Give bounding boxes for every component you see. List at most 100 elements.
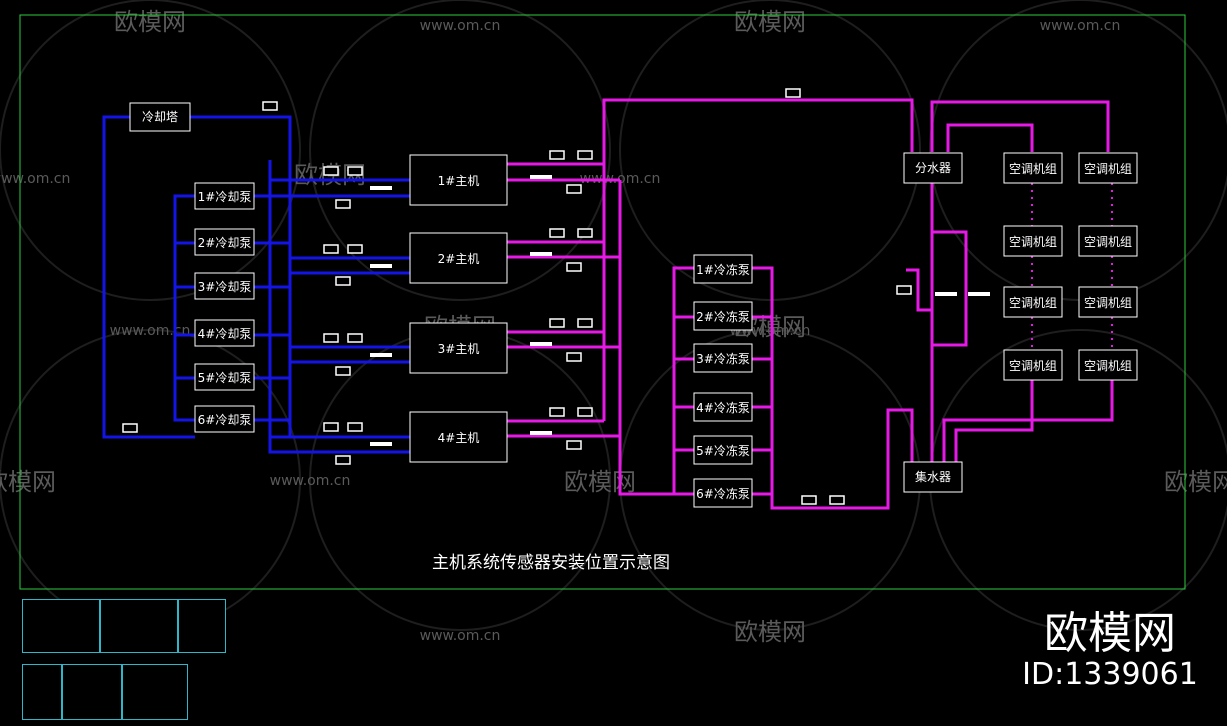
sensor-icon [262, 101, 278, 111]
ahu-unit-label: 空调机组 [1009, 162, 1057, 176]
ahu-unit-label: 空调机组 [1009, 296, 1057, 310]
cooling-pump: 3#冷却泵 [194, 272, 255, 300]
watermark-url: www.om.cn [420, 18, 501, 34]
transmitter-icon [968, 292, 990, 296]
sensor-icon [577, 318, 593, 328]
sensor-icon [829, 495, 845, 505]
chilled-pump-label: 2#冷冻泵 [696, 309, 750, 324]
watermark-brand: 欧模网 [114, 8, 186, 36]
sensor-icon [577, 407, 593, 417]
supply-header-label: 分水器 [915, 161, 951, 175]
chilled-pump-label: 1#冷冻泵 [696, 262, 750, 277]
drawing-thumbnail[interactable] [178, 599, 226, 653]
ahu-unit-label: 空调机组 [1084, 359, 1132, 373]
chiller: 3#主机 [409, 322, 508, 374]
watermark-texts: 欧模网欧模网欧模网欧模网欧模网欧模网欧模网欧模网欧模网www.om.cnwww.… [0, 8, 1227, 646]
ahu-unit: 空调机组 [1078, 225, 1138, 257]
cooling-pump: 1#冷却泵 [194, 182, 255, 210]
chiller-label: 3#主机 [438, 342, 480, 356]
sensor-icon [347, 422, 363, 432]
chiller-label: 2#主机 [438, 252, 480, 266]
cooling-pump-label: 4#冷却泵 [198, 327, 252, 341]
chiller: 1#主机 [409, 154, 508, 206]
model-id: ID:1339061 [1022, 657, 1198, 692]
supply-header: 分水器 [903, 152, 963, 184]
watermark-url: www.om.cn [1040, 18, 1121, 34]
ahu-dotted-links [1031, 183, 1113, 350]
ahu-unit-label: 空调机组 [1009, 359, 1057, 373]
sensor-icon [323, 333, 339, 343]
chilled-pump: 3#冷冻泵 [693, 343, 753, 373]
watermark-brand: 欧模网 [0, 468, 56, 496]
cooling-tower: 冷却塔 [129, 102, 191, 132]
transmitter-icon [530, 175, 552, 179]
watermark-url: www.om.cn [420, 628, 501, 644]
chillers: 1#主机 2#主机 3#主机 4#主机 [409, 154, 508, 463]
sensor-icon [347, 333, 363, 343]
watermark-brand: 欧模网 [564, 468, 636, 496]
chilled-pump: 6#冷冻泵 [693, 478, 753, 508]
watermark-url: www.om.cn [0, 171, 70, 187]
condenser-water-pipes [102, 115, 410, 454]
ahu-unit: 空调机组 [1078, 152, 1138, 184]
drawing-thumbnail[interactable] [22, 664, 62, 720]
cooling-pump: 4#冷却泵 [194, 319, 255, 347]
sensor-icon [323, 244, 339, 254]
ahu-unit-label: 空调机组 [1084, 162, 1132, 176]
sensor-icon [577, 150, 593, 160]
watermark-url: www.om.cn [110, 323, 191, 339]
transmitter-icon [935, 292, 957, 296]
sensor-icon [566, 440, 582, 450]
drawing-thumbnail[interactable] [100, 599, 178, 653]
cooling-pump-label: 2#冷却泵 [198, 236, 252, 250]
watermark-brand: 欧模网 [1164, 468, 1227, 496]
sensor-icon [323, 166, 339, 176]
drawing-thumbnail[interactable] [22, 599, 100, 653]
chilled-pump-label: 4#冷冻泵 [696, 400, 750, 415]
sensor-icon [566, 262, 582, 272]
sensor-icon [347, 244, 363, 254]
cooling-pump-label: 6#冷却泵 [198, 413, 252, 427]
sensor-icon [577, 228, 593, 238]
ahu-units: 空调机组空调机组空调机组空调机组空调机组空调机组空调机组空调机组 [1003, 152, 1138, 381]
sensor-icon [335, 276, 351, 286]
sensor-icon [896, 285, 912, 295]
sensor-icon [549, 318, 565, 328]
chilled-pump-label: 5#冷冻泵 [696, 443, 750, 458]
cooling-pump: 5#冷却泵 [194, 363, 255, 391]
sensor-icon [323, 422, 339, 432]
ahu-unit-label: 空调机组 [1084, 235, 1132, 249]
return-header-label: 集水器 [915, 469, 951, 484]
drawing-thumbnail[interactable] [62, 664, 122, 720]
sensor-icon [335, 366, 351, 376]
sensor-markers [122, 88, 990, 505]
ahu-unit: 空调机组 [1003, 225, 1063, 257]
chilled-pump-label: 6#冷冻泵 [696, 486, 750, 501]
ahu-unit: 空调机组 [1078, 286, 1138, 318]
ahu-unit: 空调机组 [1003, 349, 1063, 381]
chilled-water-pipes [507, 98, 1114, 510]
transmitter-icon [530, 252, 552, 256]
cooling-tower-label: 冷却塔 [142, 110, 178, 124]
ahu-unit-label: 空调机组 [1084, 296, 1132, 310]
cooling-pump-label: 3#冷却泵 [198, 280, 252, 294]
transmitter-icon [370, 186, 392, 190]
drawing-thumbnail[interactable] [122, 664, 188, 720]
ahu-unit: 空调机组 [1003, 286, 1063, 318]
watermark-brand: 欧模网 [734, 618, 806, 646]
cooling-pump-label: 5#冷却泵 [198, 371, 252, 385]
cooling-pumps: 1#冷却泵 2#冷却泵 3#冷却泵 4#冷却泵 5#冷却泵 6#冷却泵 [194, 182, 255, 433]
drawing-frame [19, 14, 1186, 590]
ahu-unit: 空调机组 [1078, 349, 1138, 381]
sensor-icon [335, 455, 351, 465]
sensor-icon [549, 228, 565, 238]
sensor-icon [549, 407, 565, 417]
sensor-icon [549, 150, 565, 160]
chilled-pump-label: 3#冷冻泵 [696, 351, 750, 366]
chiller-label: 4#主机 [438, 431, 480, 445]
chilled-pump: 1#冷冻泵 [693, 254, 753, 284]
watermark-url: www.om.cn [270, 473, 351, 489]
cooling-pump: 6#冷却泵 [194, 405, 255, 433]
chiller-label: 1#主机 [438, 174, 480, 188]
